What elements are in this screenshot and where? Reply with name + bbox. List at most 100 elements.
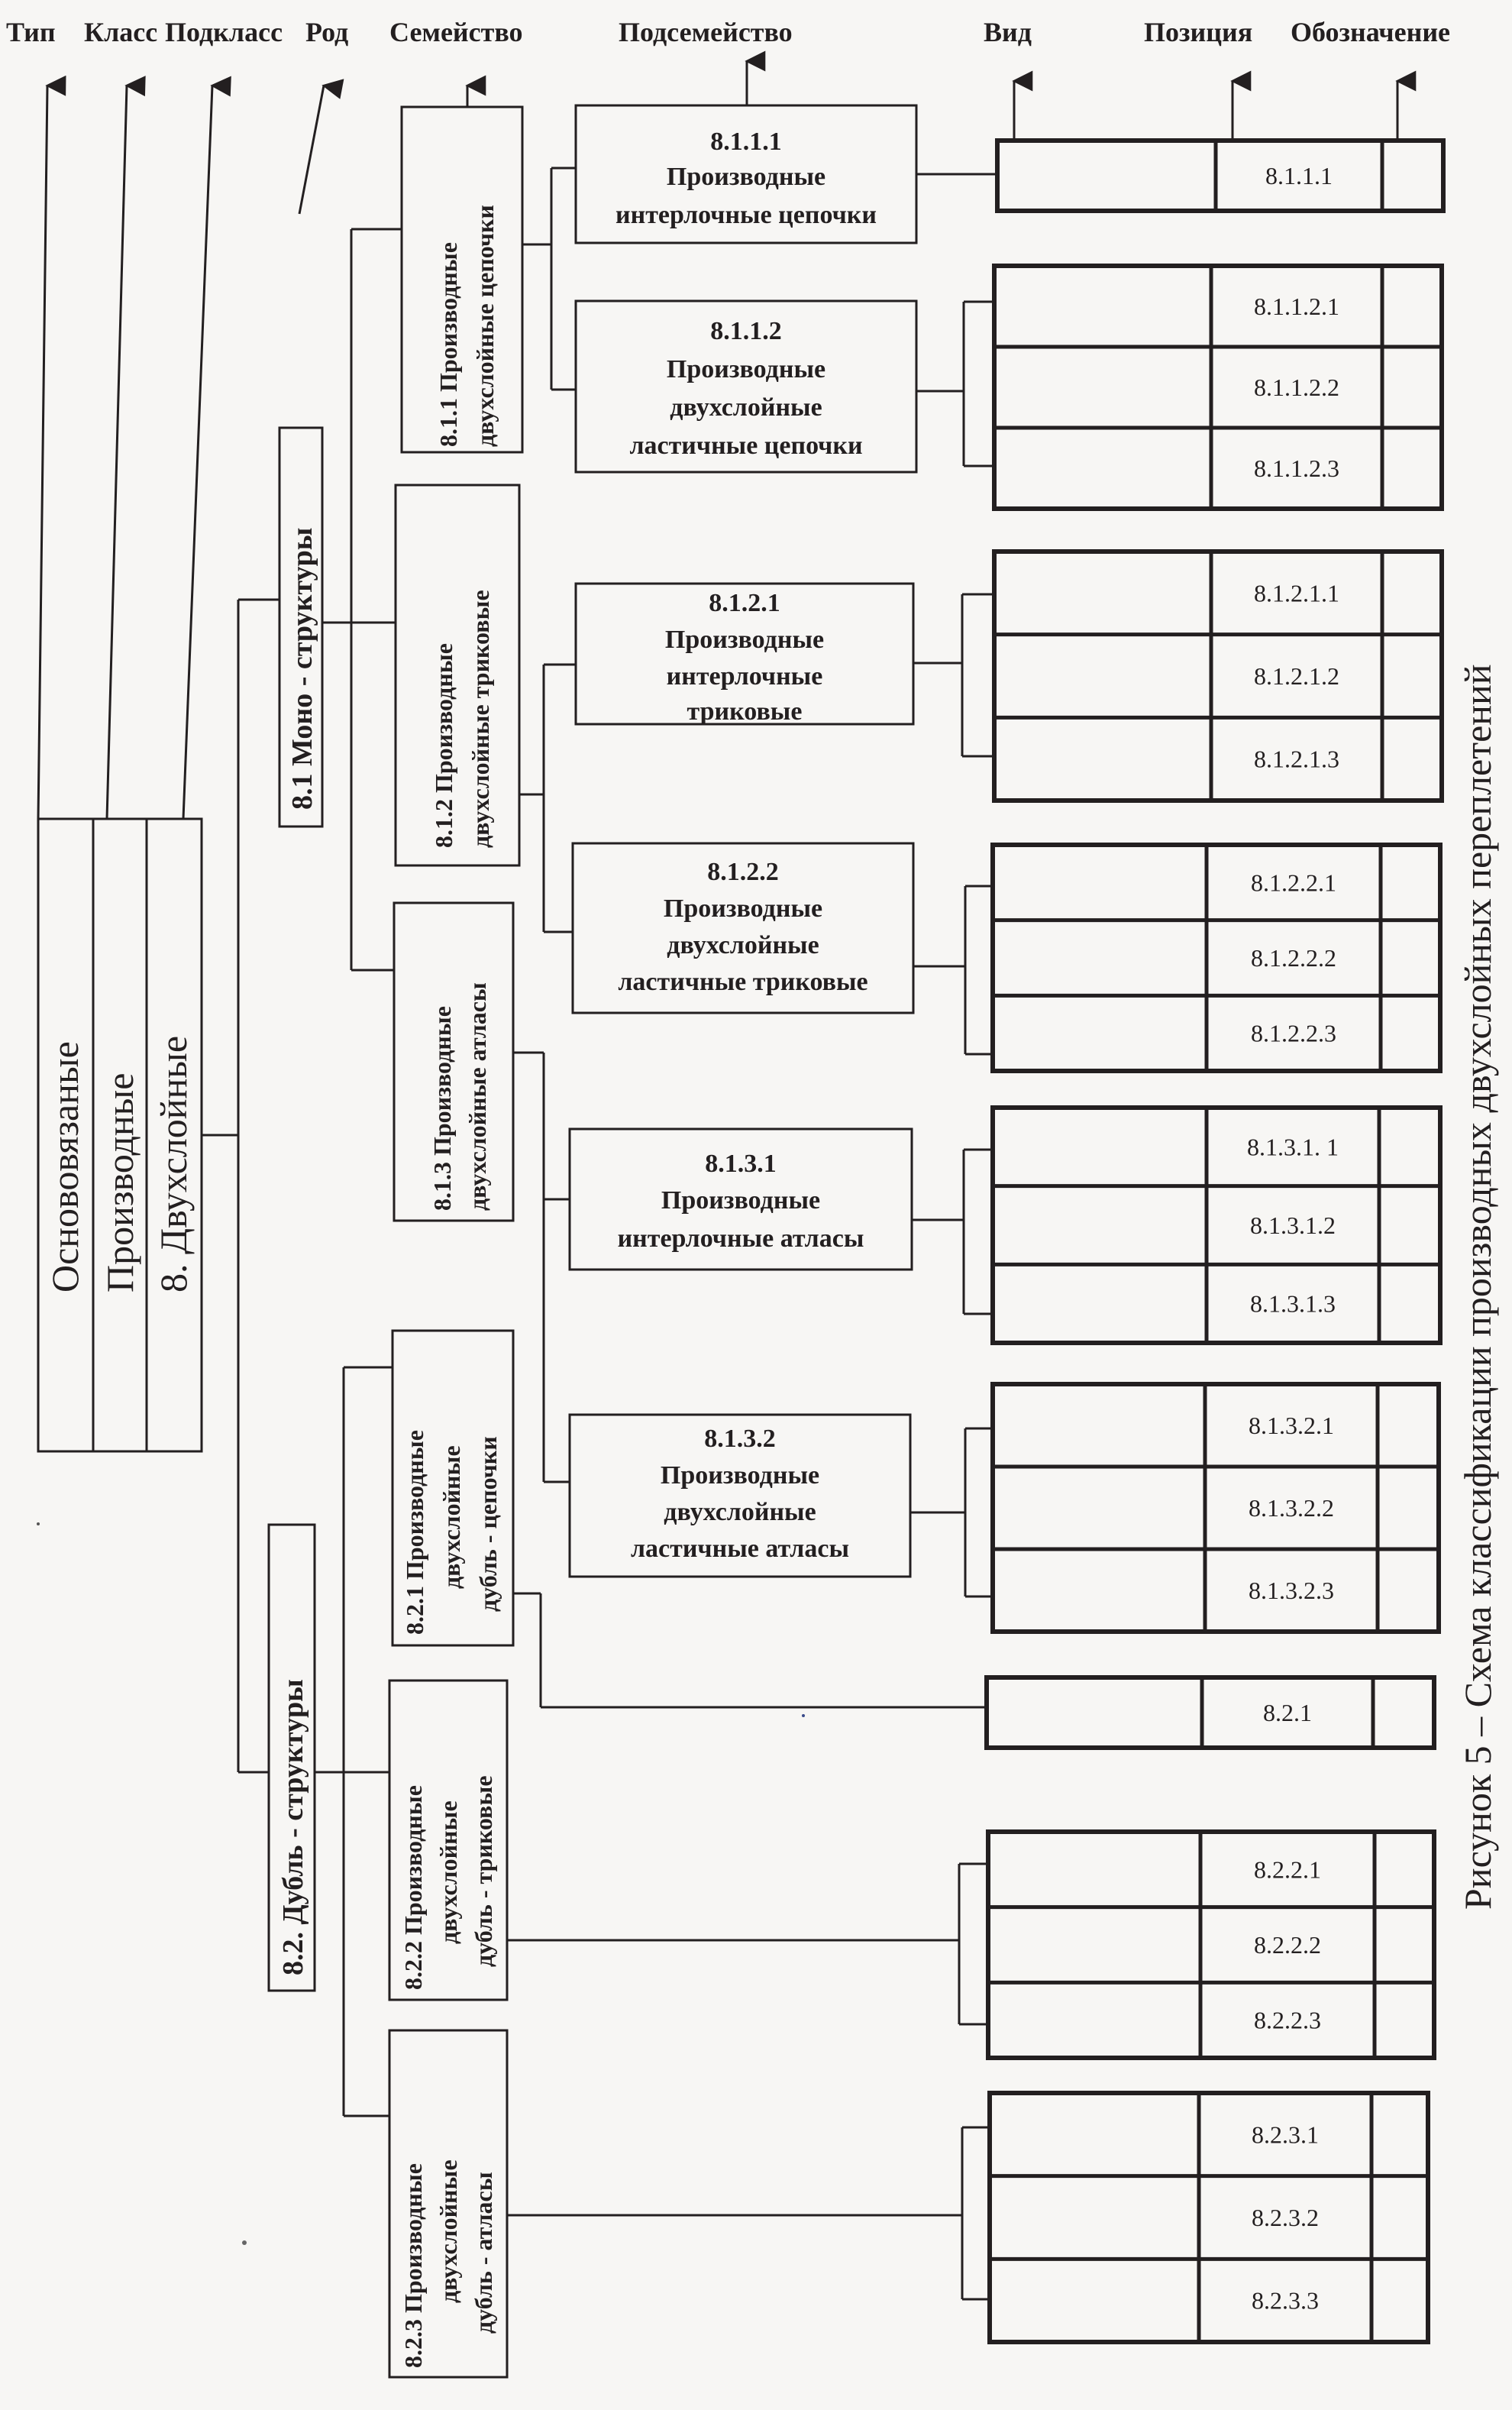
subfamily-8111-line2: интерлочные цепочки <box>615 201 877 229</box>
position-table-g8131: 8.1.3.1. 1 8.1.3.1.2 8.1.3.1.3 <box>990 1105 1443 1345</box>
position-code: 8.2.3.3 <box>1252 2287 1319 2315</box>
family-812: 8.1.2 Производные двухслойные триковые <box>394 484 521 867</box>
header-rod: Род <box>305 17 348 47</box>
subfamily-8122: 8.1.2.2 Производные двухслойные ластичны… <box>571 842 915 1014</box>
family-811-line1: 8.1.1 Производные <box>435 242 462 447</box>
subfamily-8132-line1: Производные <box>661 1461 819 1490</box>
genus-mono: 8.1 Моно - структуры <box>278 426 324 828</box>
subfamily-8121-line2: интерлочные <box>667 662 823 691</box>
table-frame <box>995 138 1446 213</box>
genus-mono-label: 8.1 Моно - структуры <box>286 528 318 810</box>
position-code: 8.1.1.2.3 <box>1254 455 1339 482</box>
position-code: 8.1.3.2.3 <box>1249 1577 1334 1604</box>
subfamily-8122-line1: Производные <box>664 894 822 923</box>
position-table-g8112: 8.1.1.2.1 8.1.1.2.2 8.1.1.2.3 <box>992 264 1444 511</box>
subfamily-8112-line2: двухслойные <box>670 393 822 422</box>
header-arrows <box>37 50 1417 820</box>
position-code: 8.1.1.2.2 <box>1254 374 1339 401</box>
table-frame <box>992 549 1444 803</box>
genus-dubl-label: 8.2. Дубль - структуры <box>277 1679 309 1975</box>
position-table-g8122: 8.1.2.2.18.1.2.2.28.1.2.2.3 <box>990 843 1443 1073</box>
subfamily-8132-code: 8.1.3.2 <box>704 1425 776 1453</box>
family-823: 8.2.3 Производные двухслойные дубль - ат… <box>388 2029 509 2379</box>
genus-dubl: 8.2. Дубль - структуры <box>267 1523 316 1992</box>
position-code: 8.1.1.1 <box>1265 162 1333 189</box>
subfamily-8111-code: 8.1.1.1 <box>710 128 782 156</box>
table-frame <box>986 1829 1436 2060</box>
speck <box>242 2240 247 2245</box>
subfamily-8121-line3: триковые <box>687 697 803 726</box>
table-frame <box>990 843 1443 1073</box>
root-block: Основовязаные Производные 8. Двухслойные <box>37 817 203 1453</box>
position-code: 8.2.3.2 <box>1252 2204 1319 2231</box>
header-semeistvo: Семейство <box>389 17 523 47</box>
position-code: 8.1.2.2.3 <box>1251 1020 1336 1047</box>
header-pozitsiya: Позиция <box>1144 17 1252 47</box>
subfamily-8131: 8.1.3.1 Производные интерлочные атласы <box>568 1127 913 1271</box>
family-822: 8.2.2 Производные двухслойные дубль - тр… <box>388 1679 509 2001</box>
table-frame <box>990 1382 1441 1634</box>
subfamily-8131-line2: интерлочные атласы <box>618 1224 864 1253</box>
position-code: 8.1.1.2.1 <box>1254 293 1339 320</box>
root-class: Производные <box>99 1073 141 1292</box>
position-code: 8.1.2.1.1 <box>1254 579 1339 607</box>
subfamily-8111: 8.1.1.1 Производные интерлочные цепочки <box>574 104 918 244</box>
position-table-g8132: 8.1.3.2.1 8.1.3.2.2 8.1.3.2.3 <box>990 1382 1441 1634</box>
position-code: 8.2.2.3 <box>1254 2007 1321 2034</box>
subfamily-8112-code: 8.1.1.2 <box>710 317 782 345</box>
subfamily-8122-line3: ластичные триковые <box>618 968 867 996</box>
root-type: Основовязаные <box>44 1041 86 1292</box>
subfamily-8112-line1: Производные <box>667 355 825 383</box>
family-823-line3: дубль - атласы <box>470 2172 497 2334</box>
family-813-line1: 8.1.3 Производные <box>428 1006 456 1211</box>
subfamily-8112: 8.1.1.2 Производные двухслойные ластичны… <box>574 299 918 474</box>
family-812-line1: 8.1.2 Производные <box>430 643 457 848</box>
header-podsemeistvo: Подсемейство <box>619 17 793 47</box>
position-tables: 8.1.1.1 8.1.1.2.1 8.1.1.2.2 8.1.1.2.3 8.1.2.… <box>984 138 1446 2344</box>
table-frame <box>992 264 1444 511</box>
position-code: 8.1.3.2.1 <box>1249 1412 1334 1439</box>
family-811: 8.1.1 Производные двухслойные цепочки <box>400 105 524 454</box>
position-code: 8.2.1 <box>1263 1699 1312 1726</box>
subfamily-8121: 8.1.2.1 Производные интерлочные триковые <box>574 582 915 726</box>
speck <box>37 1522 40 1525</box>
position-code: 8.1.2.1.2 <box>1254 662 1339 690</box>
subfamily-8121-line1: Производные <box>665 626 824 654</box>
header-podklass: Подкласс <box>165 17 283 47</box>
position-table-g821: 8.2.1 <box>984 1675 1436 1750</box>
header-tip: Тип <box>6 17 56 47</box>
family-823-line1: 8.2.3 Производные <box>399 2163 427 2368</box>
position-code: 8.1.3.1.3 <box>1250 1290 1336 1318</box>
position-code: 8.1.3.1. 1 <box>1247 1133 1339 1160</box>
subfamily-8121-code: 8.1.2.1 <box>709 589 780 617</box>
position-code: 8.1.2.2.1 <box>1251 869 1336 896</box>
header-vid: Вид <box>984 17 1032 47</box>
family-821-line1: 8.2.1 Производные <box>401 1430 428 1635</box>
family-821-line3: дубль - цепочки <box>474 1436 502 1612</box>
position-code: 8.2.2.2 <box>1254 1931 1321 1959</box>
subfamily-8131-line1: Производные <box>661 1186 820 1215</box>
subfamily-8111-line1: Производные <box>667 163 825 191</box>
connectors <box>202 167 997 2301</box>
position-table-g8121: 8.1.2.1.18.1.2.1.28.1.2.1.3 <box>992 549 1444 803</box>
figure-caption: Рисунок 5 – Схема классификации производ… <box>1456 664 1499 1910</box>
table-frame <box>984 1675 1436 1750</box>
position-code: 8.2.3.1 <box>1252 2120 1319 2148</box>
subfamily-8122-line2: двухслойные <box>667 931 819 959</box>
subfamily-8132-line2: двухслойные <box>664 1498 816 1526</box>
position-code: 8.1.3.2.2 <box>1249 1494 1334 1522</box>
position-code: 8.2.2.1 <box>1254 1855 1321 1883</box>
subfamily-8112-line3: ластичные цепочки <box>629 432 862 460</box>
position-code: 8.1.3.1.2 <box>1250 1211 1336 1239</box>
family-811-line2: двухслойные цепочки <box>471 205 499 447</box>
subfamily-8132-line3: ластичные атласы <box>631 1535 849 1563</box>
header-klass: Класс <box>84 17 157 47</box>
root-subclass: 8. Двухслойные <box>152 1036 195 1292</box>
family-823-line2: двухслойные <box>435 2159 462 2303</box>
subfamily-8122-code: 8.1.2.2 <box>707 858 779 886</box>
speck <box>802 1714 805 1717</box>
position-table-g823: 8.2.3.1 8.2.3.2 8.2.3.3 <box>987 2091 1430 2344</box>
subfamily-8131-code: 8.1.3.1 <box>705 1150 777 1178</box>
